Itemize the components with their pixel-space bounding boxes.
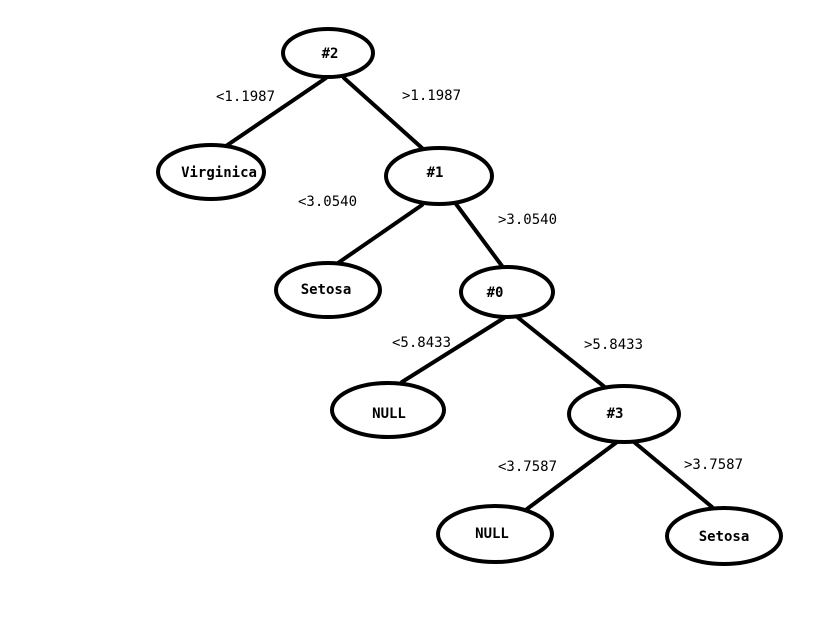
edge-labels: <1.1987 >1.1987 <3.0540 >3.0540 <5.8433 …: [216, 88, 743, 475]
node-n0: [459, 265, 555, 319]
edge-n0-n3: [514, 314, 608, 390]
node-root: [281, 27, 375, 79]
edges: [224, 76, 714, 511]
edge-n3-null: [525, 440, 619, 511]
edge-label: <3.7587: [498, 459, 557, 475]
node-n3: [567, 384, 681, 444]
node-setosa-2: [665, 506, 783, 566]
node-label: #2: [322, 46, 339, 62]
node-label: #0: [487, 285, 504, 301]
edge-n0-null: [400, 316, 506, 384]
node-null-1: [330, 381, 446, 439]
edge-label: <5.8433: [392, 335, 451, 351]
edge-n3-setosa: [632, 440, 714, 509]
edge-n1-n0: [454, 202, 504, 268]
edge-label: <3.0540: [298, 194, 357, 210]
nodes: [156, 27, 783, 566]
node-label: Setosa: [301, 282, 352, 298]
node-setosa-1: [274, 261, 382, 319]
node-labels: #2 Virginica #1 Setosa #0 NULL #3 NULL S…: [181, 46, 749, 545]
node-label: #3: [607, 406, 624, 422]
edge-root-virginica: [224, 76, 328, 148]
edge-label: >5.8433: [584, 337, 643, 353]
node-virginica: [156, 143, 266, 201]
edge-label: >3.7587: [684, 457, 743, 473]
node-label: NULL: [475, 526, 509, 542]
node-null-2: [436, 504, 554, 564]
edge-label: >3.0540: [498, 212, 557, 228]
node-label: #1: [427, 165, 444, 181]
node-label: Setosa: [699, 529, 750, 545]
edge-label: <1.1987: [216, 89, 275, 105]
edge-label: >1.1987: [402, 88, 461, 104]
node-n1: [384, 146, 494, 206]
edge-n1-setosa: [336, 203, 424, 265]
edge-root-n1: [342, 76, 424, 150]
node-label: NULL: [372, 406, 406, 422]
node-label: Virginica: [181, 165, 257, 181]
